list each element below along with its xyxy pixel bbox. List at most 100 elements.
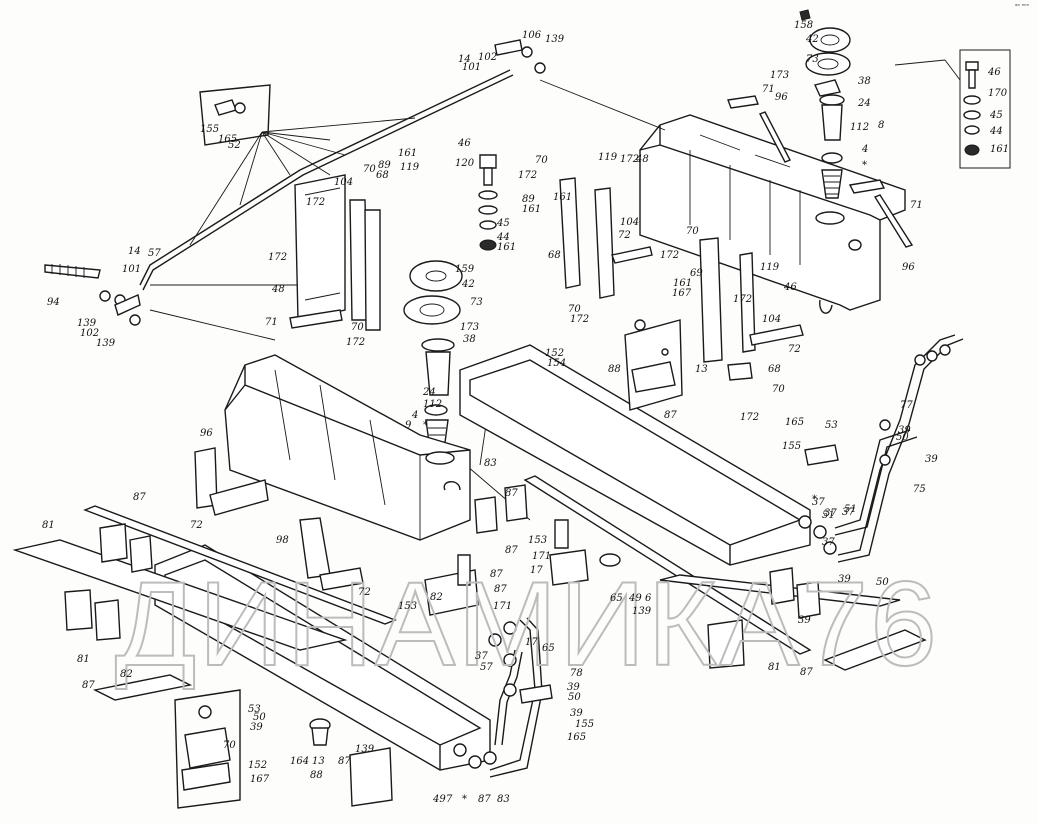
part-callout-label: 153 (528, 535, 547, 546)
rubber-pads (64, 447, 821, 807)
part-callout-label: 83 (484, 458, 497, 469)
part-callout-label: 165 (785, 417, 804, 428)
part-callout-label: 49 (432, 794, 446, 805)
part-callout-label: 96 (902, 262, 915, 273)
part-callout-label: 81 (42, 520, 55, 531)
part-callout-label: 87 (664, 410, 677, 421)
pointer-lines (149, 59, 961, 521)
part-callout-label: 104 (334, 177, 353, 188)
corner-mark: ᵃᵃ ᵐᵐ (1015, 3, 1029, 10)
part-callout-label: 45 (989, 110, 1003, 121)
part-callout-label: 87 (478, 794, 491, 805)
part-callout-label: 82 (120, 669, 133, 680)
part-callout-label: 50 (896, 432, 909, 443)
part-callout-label: 13 (312, 756, 325, 767)
part-callout-label: 152 (545, 348, 564, 359)
part-callout-label: 71 (762, 84, 775, 95)
part-callout-label: 171 (532, 551, 551, 562)
part-callout-label: 96 (775, 92, 788, 103)
part-callout-label: 75 (913, 484, 926, 495)
frame-rails (12, 475, 927, 701)
part-callout-label: 139 (77, 318, 97, 329)
part-callout-label: 17 (525, 637, 538, 648)
part-callout-label: 53 (248, 704, 261, 715)
part-callout-label: 14 (458, 54, 471, 65)
fitting-bracket-upper-left (199, 84, 271, 146)
part-callout-label: 72 (788, 344, 801, 355)
part-callout-label: 70 (686, 226, 699, 237)
part-callout-label: 88 (310, 770, 323, 781)
part-callout-label: 39 (798, 615, 811, 626)
part-callout-label: 37 (812, 497, 825, 508)
right-trough (459, 319, 811, 566)
part-callout-label: 87 (82, 680, 95, 691)
part-callout-label: 172 (346, 337, 365, 348)
part-callout-label: 48 (635, 154, 649, 165)
part-callout-label: 106 (522, 30, 542, 41)
part-callout-label: 170 (988, 88, 1008, 99)
part-callout-label: 87 (494, 584, 507, 595)
part-callout-label: 155 (575, 719, 594, 730)
part-callout-label: 172 (620, 154, 639, 165)
part-callout-label: 87 (505, 545, 518, 556)
part-callout-label: 37 (824, 508, 837, 519)
part-callout-label: 98 (276, 535, 289, 546)
part-callout-label: 53 (825, 420, 838, 431)
part-callout-label: 89 (522, 194, 535, 205)
part-callout-label: 44 (496, 232, 510, 243)
part-callout-label: 71 (910, 200, 923, 211)
part-callout-label: 173 (460, 322, 479, 333)
part-callout-label: 70 (535, 155, 548, 166)
part-callout-label: 73 (470, 297, 483, 308)
part-callout-label: 167 (672, 288, 692, 299)
part-callout-label: 81 (768, 662, 781, 673)
part-callout-label: 65 (542, 643, 555, 654)
part-callout-label: 70 (223, 740, 236, 751)
part-callout-label: 50 (876, 577, 889, 588)
part-callout-label: 172 (518, 170, 537, 181)
part-callout-label: 70 (568, 304, 581, 315)
part-callout-label: 112 (850, 122, 869, 133)
part-callout-label: 42 (461, 279, 475, 290)
part-callout-label: 119 (400, 162, 420, 173)
part-callout-label: 155 (782, 441, 801, 452)
center-filler-assembly (403, 260, 463, 451)
part-callout-label: 154 (547, 358, 566, 369)
part-callout-label: 73 (806, 54, 819, 65)
part-callout-label: 17 (530, 565, 543, 576)
part-callout-label: 49 (628, 593, 642, 604)
part-callout-label: 102 (478, 52, 497, 63)
part-callout-label: 51 (844, 504, 857, 515)
part-callout-label: 165 (218, 134, 237, 145)
upper-filler-assembly (799, 9, 851, 199)
part-callout-label: 119 (598, 152, 618, 163)
part-callout-label: 50 (253, 712, 266, 723)
part-callout-label: 78 (570, 668, 583, 679)
bolt-stack-right (959, 49, 1011, 169)
part-callout-label: * (812, 494, 817, 505)
part-callout-label: 6 (645, 593, 652, 604)
part-callout-label: 81 (77, 654, 90, 665)
part-callout-label: 45 (496, 218, 510, 229)
part-callout-label: * (423, 420, 428, 431)
part-callout-label: 52 (228, 140, 241, 151)
part-callout-label: 172 (733, 294, 752, 305)
part-callout-label: 57 (148, 248, 161, 259)
part-callout-label: 68 (548, 250, 561, 261)
part-callout-label: 164 (290, 756, 309, 767)
central-bolt-column (478, 154, 498, 251)
clamp-parts (309, 519, 621, 746)
part-callout-label: 101 (462, 62, 481, 73)
part-callout-label: 77 (900, 400, 913, 411)
part-callout-label: 37 (842, 507, 855, 518)
part-callout-label: 72 (358, 587, 371, 598)
part-callout-label: 167 (250, 774, 270, 785)
part-callout-label: 139 (545, 34, 565, 45)
part-callout-label: 51 (822, 510, 835, 521)
part-callout-label: 39 (250, 722, 263, 733)
part-callout-label: 50 (568, 692, 581, 703)
part-callout-label: 152 (248, 760, 267, 771)
part-callout-label: 38 (858, 76, 871, 87)
